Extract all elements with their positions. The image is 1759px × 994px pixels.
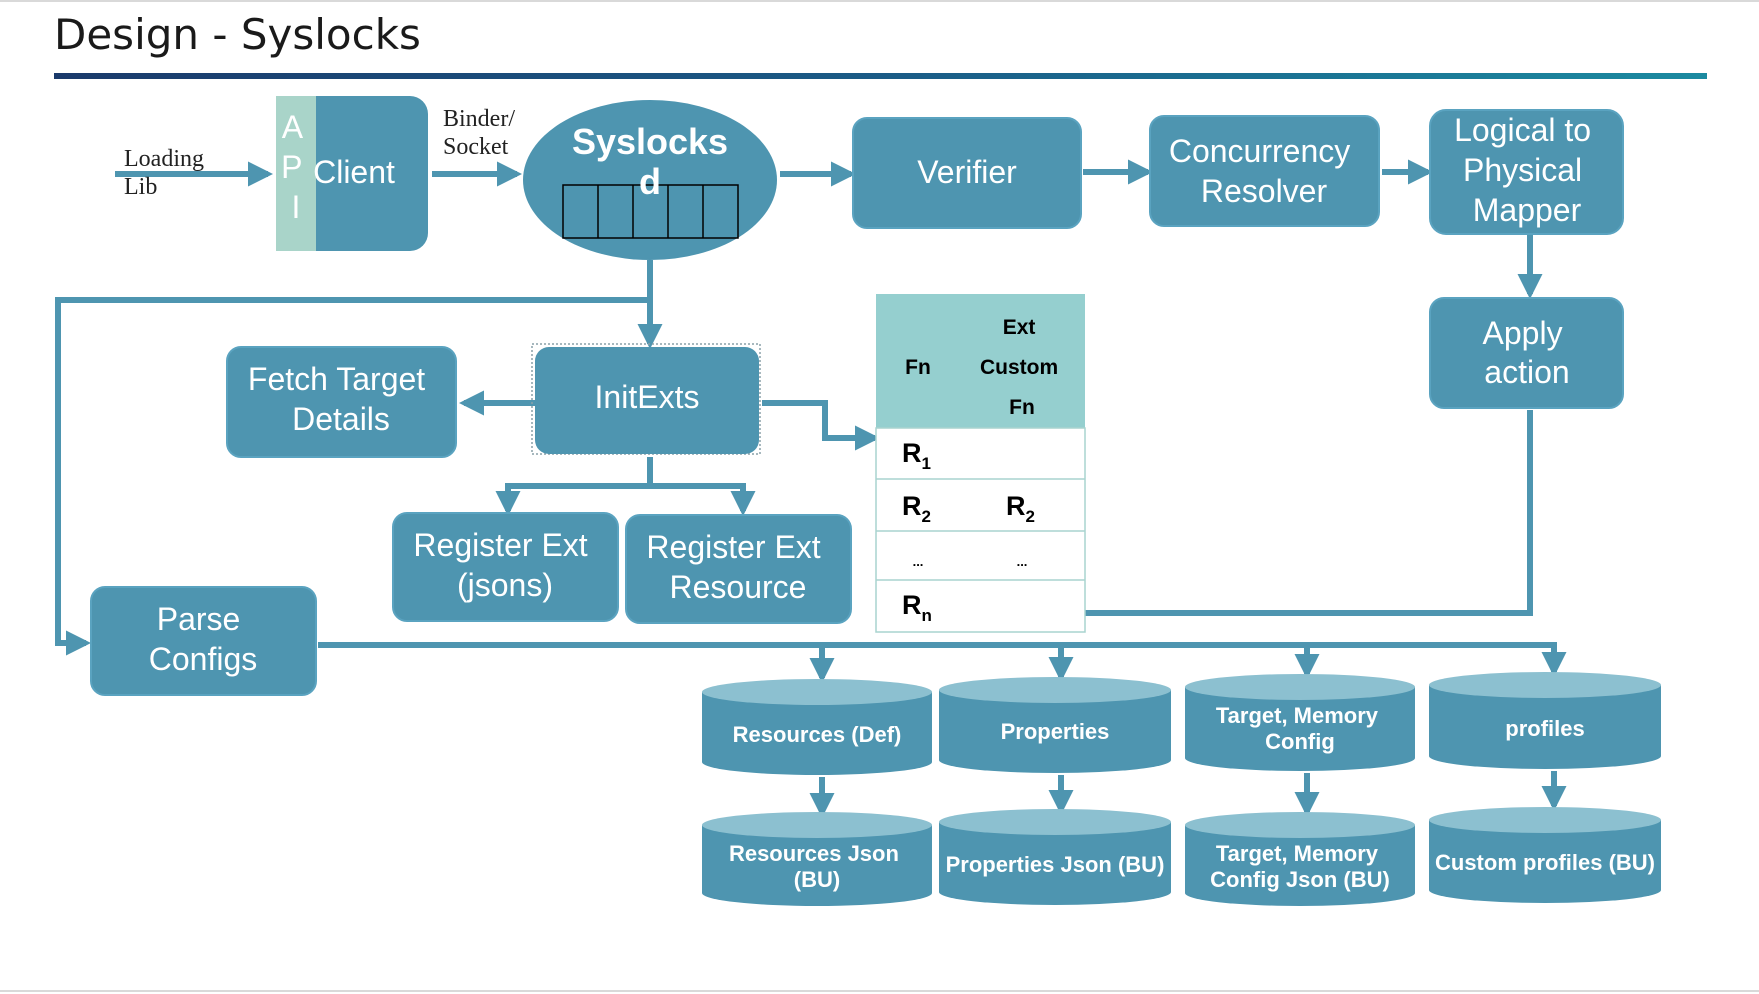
syslocksd-label: Syslocks (572, 121, 728, 162)
concurrency-resolver-label: Concurrency Resolver (1169, 133, 1359, 209)
cylinder-properties: Properties (939, 677, 1171, 773)
register-ext-jsons-label: Register Ext (jsons) (413, 527, 596, 603)
syslocksd-queue (562, 184, 739, 239)
arrow-syslocksd-loop-to-parse (55, 297, 650, 656)
cylinder-custom-profiles-label: Custom profiles (BU) (1435, 850, 1655, 875)
table-header-fn: Fn (905, 356, 931, 379)
syslocksd-label-suffix: d (639, 161, 661, 202)
table-row-3-col-1: ... (913, 554, 924, 569)
cylinder-custom-profiles: Custom profiles (BU) (1429, 807, 1661, 903)
cylinder-resources-json: Resources Json (BU) (702, 812, 932, 906)
arrow-parse-bus (318, 642, 1567, 678)
logical-mapper-node: Logical to Physical Mapper (1429, 109, 1624, 235)
table-row-2-col-1: R2 (902, 491, 931, 526)
bottom-border (0, 990, 1759, 992)
cylinder-profiles-label: profiles (1505, 716, 1584, 741)
arrow-initexts-to-register-jsons (495, 457, 653, 517)
binder-socket-label: Binder/ Socket (443, 106, 521, 160)
register-ext-jsons-node: Register Ext (jsons) (392, 512, 619, 622)
verifier-label: Verifier (917, 154, 1017, 190)
api-label: A P I (281, 109, 311, 225)
cylinder-properties-json: Properties Json (BU) (939, 809, 1171, 905)
initexts-node: InitExts (531, 343, 761, 455)
logical-mapper-label: Logical to Physical Mapper (1454, 112, 1600, 228)
cylinder-target-memory-config-json-label: Target, Memory Config Json (BU) (1210, 841, 1390, 892)
table-row-1-col-1: R1 (902, 438, 931, 473)
register-ext-resource-node: Register Ext Resource (625, 514, 852, 624)
concurrency-resolver-node: Concurrency Resolver (1149, 115, 1380, 227)
title-rule (54, 73, 1707, 79)
client-label: Client (313, 154, 395, 190)
initexts-label: InitExts (595, 379, 700, 415)
arrow-initexts-to-register-resource (650, 483, 756, 517)
cylinder-target-memory-config-label: Target, Memory Config (1216, 703, 1384, 754)
syslocksd-node: Syslocks d (523, 100, 777, 260)
table-row-2-col-2: R2 (1006, 491, 1035, 526)
parse-configs-label: Parse Configs (149, 601, 258, 677)
table-header-ext-custom-fn: Ext Custom Fn (980, 316, 1064, 419)
cylinder-profiles: profiles (1429, 672, 1661, 769)
top-border (0, 0, 1759, 2)
loading-lib-label: Loading Lib (124, 146, 210, 200)
cylinder-properties-label: Properties (1001, 719, 1110, 744)
function-table: Fn Ext Custom Fn R1 R2 R2 ... ... Rn (875, 294, 1086, 633)
verifier-node: Verifier (852, 117, 1082, 229)
cylinder-resources-def: Resources (Def) (702, 679, 932, 775)
cylinder-properties-json-label: Properties Json (BU) (946, 852, 1165, 877)
parse-configs-node: Parse Configs (90, 586, 317, 696)
cylinder-resources-def-label: Resources (Def) (733, 722, 902, 747)
cylinder-resources-json-label: Resources Json (BU) (729, 841, 905, 892)
api-strip (276, 96, 316, 251)
table-row-4-col-1: Rn (902, 590, 932, 625)
apply-action-label: Apply action (1483, 315, 1572, 390)
fetch-target-label: Fetch Target Details (248, 361, 434, 437)
register-ext-resource-label: Register Ext Resource (646, 529, 829, 605)
page-title: Design - Syslocks (54, 10, 421, 59)
cylinder-target-memory-config: Target, Memory Config (1185, 674, 1415, 771)
arrow-initexts-to-table (762, 400, 881, 451)
client-node: A P I Client (276, 96, 428, 251)
cylinder-target-memory-config-json: Target, Memory Config Json (BU) (1185, 812, 1415, 906)
apply-action-node: Apply action (1429, 297, 1624, 409)
table-row-3-col-2: ... (1017, 554, 1028, 569)
fetch-target-node: Fetch Target Details (226, 346, 457, 458)
